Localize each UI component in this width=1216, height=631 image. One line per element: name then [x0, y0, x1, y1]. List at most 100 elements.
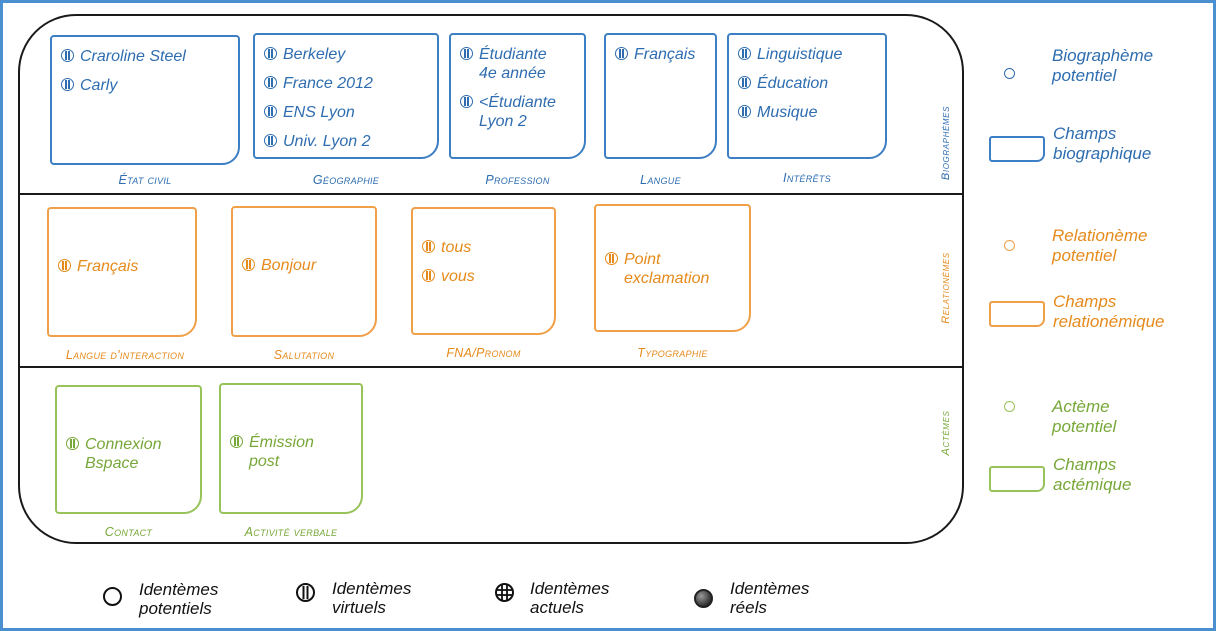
identeme-item: Carly	[61, 76, 230, 95]
virtual-identeme-icon	[460, 47, 473, 60]
identeme-label: Univ. Lyon 2	[283, 133, 371, 150]
field-typographie: Point exclamation	[594, 204, 751, 332]
caption-salutation: Salutation	[273, 348, 335, 362]
field-profession: Étudiante 4e année <Étudiante Lyon 2	[449, 33, 586, 159]
identeme-label: Français	[77, 258, 139, 275]
acteme-potentiel-icon	[1004, 401, 1015, 412]
row-label-relationemes: Relationèmes	[940, 252, 952, 324]
identemes-actuels-icon	[495, 583, 514, 602]
field-fna-pronom: tous vous	[411, 207, 556, 335]
caption-contact: Contact	[104, 525, 153, 539]
virtual-identeme-icon	[58, 259, 71, 272]
identeme-label: Éducation	[757, 75, 829, 92]
virtual-identeme-icon	[230, 435, 243, 448]
virtual-identeme-icon	[61, 78, 74, 91]
identeme-label: Berkeley	[283, 46, 346, 63]
identemes-potentiels-icon	[103, 587, 122, 606]
identeme-item: Craroline Steel	[61, 47, 230, 66]
identeme-label: Connexion Bspace	[85, 436, 162, 472]
legend-identemes-actuels: Identèmes actuels	[530, 579, 610, 617]
row-label-actemes: Actèmes	[940, 410, 952, 456]
virtual-identeme-icon	[242, 258, 255, 271]
legend-biographeme: Biographème potentiel	[1052, 46, 1154, 85]
virtual-identeme-icon	[738, 47, 751, 60]
identeme-item: Linguistique	[738, 45, 877, 64]
identity-diagram-container	[18, 14, 964, 544]
virtual-identeme-icon	[264, 134, 277, 147]
field-activite-verbale: Émission post	[219, 383, 363, 514]
champs-relationemique-icon	[989, 301, 1045, 327]
row-divider-2	[18, 366, 964, 368]
relationeme-potentiel-icon	[1004, 240, 1015, 251]
virtual-identeme-icon	[738, 105, 751, 118]
identeme-item: Étudiante 4e année	[460, 45, 576, 83]
identemes-virtuels-icon	[296, 583, 315, 602]
identeme-item: vous	[422, 267, 546, 286]
champs-biographique-icon	[989, 136, 1045, 162]
row-divider-1	[18, 193, 964, 195]
virtual-identeme-icon	[422, 269, 435, 282]
identeme-label: <Étudiante Lyon 2	[479, 94, 556, 130]
virtual-identeme-icon	[422, 240, 435, 253]
identeme-label: tous	[441, 239, 472, 256]
field-salutation: Bonjour	[231, 206, 377, 337]
caption-activite-verbale: Activité verbale	[244, 525, 338, 539]
legend-champs-bio: Champs biographique	[1053, 124, 1152, 163]
identeme-item: <Étudiante Lyon 2	[460, 93, 576, 131]
identeme-label: Musique	[757, 104, 818, 121]
virtual-identeme-icon	[615, 47, 628, 60]
virtual-identeme-icon	[61, 49, 74, 62]
caption-langue-interaction: Langue d'interaction	[65, 348, 185, 362]
identeme-item: tous	[422, 238, 546, 257]
identeme-item: Berkeley	[264, 45, 429, 64]
field-contact: Connexion Bspace	[55, 385, 202, 514]
virtual-identeme-icon	[605, 252, 618, 265]
identeme-item: ENS Lyon	[264, 103, 429, 122]
champs-actemique-icon	[989, 466, 1045, 492]
identeme-item: Français	[615, 45, 707, 64]
virtual-identeme-icon	[460, 95, 473, 108]
caption-geographie: Géographie	[312, 173, 380, 187]
field-langue-interaction: Français	[47, 207, 197, 337]
identeme-item: Connexion Bspace	[66, 435, 192, 473]
legend-identemes-potentiels: Identèmes potentiels	[139, 580, 219, 618]
caption-fna-pronom: FNA/Pronom	[446, 346, 521, 360]
caption-interets: Intérêts	[783, 171, 831, 185]
virtual-identeme-icon	[66, 437, 79, 450]
legend-identemes-reels: Identèmes réels	[730, 579, 810, 617]
caption-langue: Langue	[640, 173, 681, 187]
caption-etat-civil: État civil	[118, 173, 172, 187]
identeme-item: Éducation	[738, 74, 877, 93]
virtual-identeme-icon	[264, 105, 277, 118]
legend-champs-rel: Champs relationémique	[1053, 292, 1165, 331]
legend-identemes-virtuels: Identèmes virtuels	[332, 579, 412, 617]
row-label-biographemes: Biographèmes	[940, 105, 952, 181]
virtual-identeme-icon	[264, 76, 277, 89]
virtual-identeme-icon	[264, 47, 277, 60]
identeme-item: Musique	[738, 103, 877, 122]
identeme-label: Craroline Steel	[80, 48, 186, 65]
legend-champs-act: Champs actémique	[1053, 455, 1132, 494]
virtual-identeme-icon	[738, 76, 751, 89]
identeme-label: Étudiante 4e année	[479, 46, 547, 82]
identeme-item: Français	[58, 257, 187, 276]
identeme-label: Bonjour	[261, 257, 317, 274]
identeme-item: Point exclamation	[605, 250, 741, 288]
identeme-label: Point exclamation	[624, 251, 710, 287]
identeme-label: Émission post	[249, 434, 314, 470]
identeme-item: France 2012	[264, 74, 429, 93]
identeme-label: Carly	[80, 77, 118, 94]
identeme-label: Linguistique	[757, 46, 843, 63]
identeme-item: Bonjour	[242, 256, 367, 275]
identeme-label: France 2012	[283, 75, 373, 92]
identeme-label: vous	[441, 268, 475, 285]
biographeme-potentiel-icon	[1004, 68, 1015, 79]
field-langue: Français	[604, 33, 717, 159]
identeme-item: Émission post	[230, 433, 353, 471]
caption-profession: Profession	[485, 173, 550, 187]
identeme-label: ENS Lyon	[283, 104, 355, 121]
